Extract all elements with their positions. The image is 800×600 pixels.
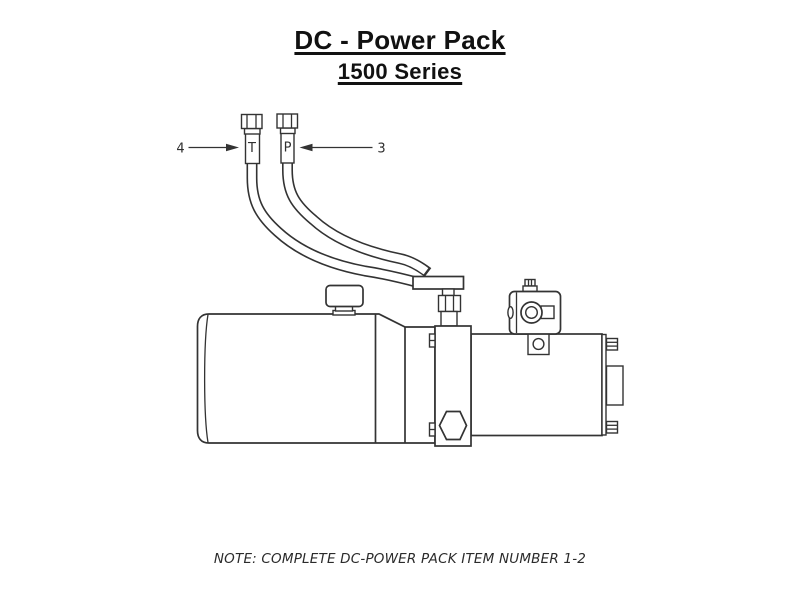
hose-p	[282, 158, 432, 277]
valve-block	[428, 325, 472, 447]
callout-3-label: 3	[377, 142, 385, 157]
hose-t-fitting	[240, 113, 263, 165]
bracket-hole	[532, 337, 545, 351]
tank-end-seam	[203, 314, 209, 443]
hose-p-fitting	[276, 113, 299, 164]
motor-terminal-block	[605, 365, 624, 406]
hose-manifold-bar	[412, 275, 465, 290]
hose-t	[246, 161, 422, 289]
footer-note: NOTE: COMPLETE DC-POWER PACK ITEM NUMBER…	[213, 551, 587, 567]
callout-3: 3	[299, 142, 386, 157]
hex-plug	[438, 410, 468, 441]
solenoid-side-lug	[507, 306, 514, 320]
callout-3-arrowhead	[299, 143, 313, 152]
valve-block-stud-top	[428, 333, 436, 348]
title-block: DC - Power Pack 1500 Series	[0, 25, 800, 85]
solenoid-terminal-tab	[540, 305, 555, 320]
page-title: DC - Power Pack	[294, 25, 506, 55]
port-label-t: T	[247, 141, 256, 156]
solenoid-terminal-inner	[525, 306, 539, 320]
callout-4-arrowhead	[226, 143, 239, 152]
callout-4: 4	[176, 141, 239, 156]
motor-stud-bottom	[605, 420, 619, 434]
page-subtitle: 1500 Series	[337, 59, 463, 84]
reservoir-tank	[196, 313, 436, 444]
solenoid	[507, 278, 562, 335]
motor-end-cap	[601, 333, 607, 436]
callout-4-label: 4	[176, 141, 184, 156]
port-label-p: P	[284, 141, 292, 156]
manifold-fitting	[437, 288, 462, 327]
solenoid-top-stud	[522, 278, 538, 293]
breather-cap	[325, 284, 364, 316]
motor-stud-top	[605, 337, 619, 351]
valve-block-stud-bottom	[428, 422, 436, 437]
